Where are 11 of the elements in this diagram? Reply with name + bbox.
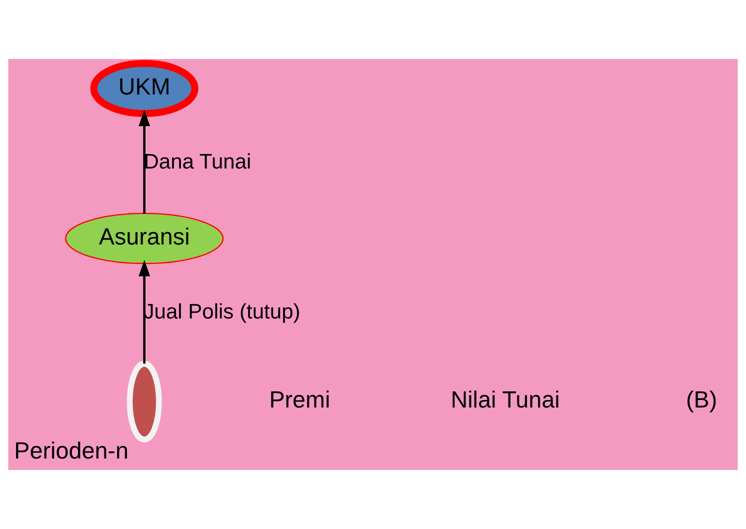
label: (B) — [686, 386, 718, 413]
edge-label: Dana Tunai — [144, 150, 252, 174]
node-ellipse: Asuransi — [65, 212, 224, 264]
label: Premi — [269, 386, 330, 413]
node-label: Perioden-n — [14, 437, 128, 464]
arrow — [138, 260, 150, 364]
label: Nilai Tunai — [450, 386, 560, 413]
node-ellipse — [126, 360, 162, 443]
arrow — [138, 110, 150, 214]
edge-label: Jual Polis (tutup) — [144, 300, 300, 324]
node-ellipse: UKM — [90, 60, 198, 117]
